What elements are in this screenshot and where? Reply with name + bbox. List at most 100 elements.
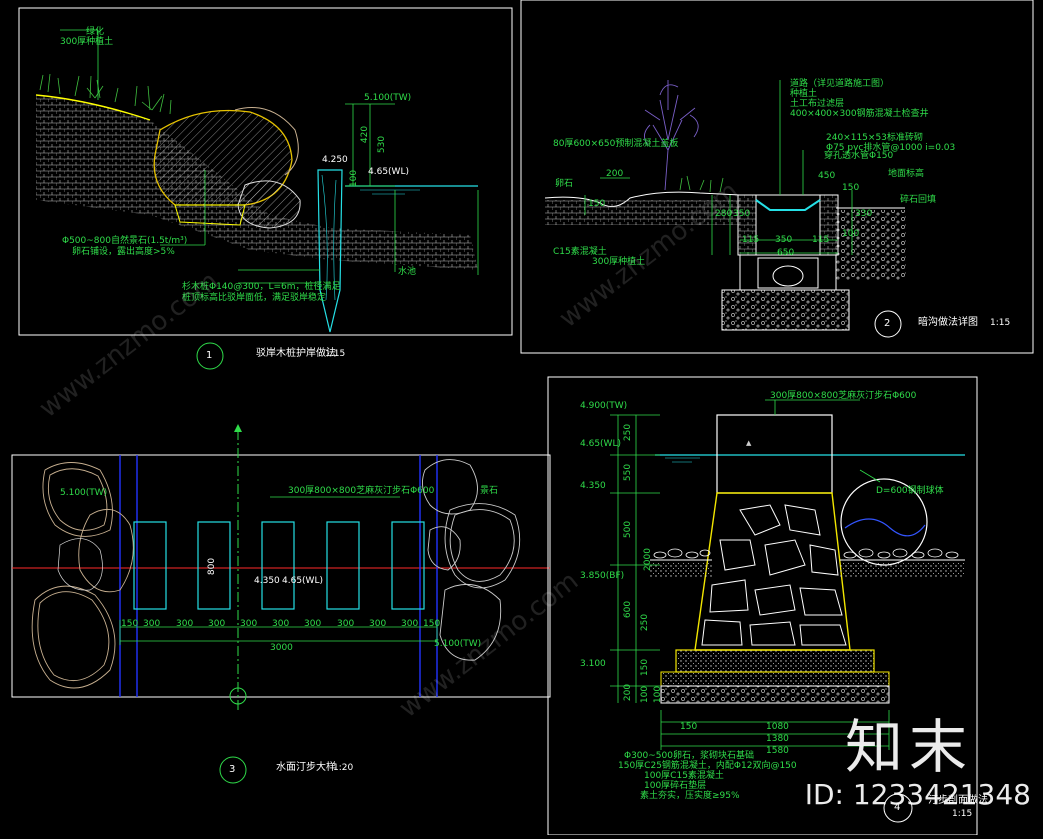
- p3-elev-tw-left: 5.100(TW): [60, 488, 108, 498]
- p1-label-soil: 300厚种植土: [60, 37, 114, 47]
- p2-dim-3: 115: [812, 235, 830, 245]
- p2-dim-7: 350: [733, 209, 751, 219]
- p4-dim-10: 150: [680, 722, 698, 732]
- p4-dim-9: 100: [653, 685, 664, 704]
- p1-elev-tw: 5.100(TW): [364, 93, 412, 103]
- p2-dim-8: 330: [855, 209, 873, 219]
- p1-elev-base: 4.250: [322, 155, 348, 165]
- p2-label-ground: 地面标高: [888, 169, 925, 179]
- p2-label-concrete: C15素混凝土: [553, 247, 607, 257]
- p3-elev-base: 4.350: [254, 576, 280, 586]
- p4-elev-bottom: 3.100: [580, 659, 606, 669]
- p4-elev-base: 4.350: [580, 481, 606, 491]
- p4-label-stone: 300厚800×800芝麻灰汀步石Φ600: [770, 391, 917, 401]
- p1-label-boulder: Φ500~800自然景石(1.5t/m³): [62, 236, 188, 246]
- panel-3-stepping-stone-plan: [11, 424, 551, 784]
- p3-elev-tw-right: 5.100(TW): [434, 639, 482, 649]
- p2-title: 暗沟做法详图: [918, 317, 978, 328]
- p4-dim-7: 200: [623, 683, 634, 702]
- p2-label-drainpipe: 穿孔透水管Φ150: [824, 151, 894, 161]
- p2-dim-1: 115: [742, 235, 760, 245]
- p3-dim-0: 150: [121, 619, 139, 629]
- p4-dim-6: 150: [640, 658, 651, 677]
- p1-elev-wl: 4.65(WL): [368, 167, 409, 177]
- p3-stone-width: 800: [207, 557, 218, 576]
- p4-number: 4: [894, 802, 901, 813]
- p4-dim-12: 1380: [766, 734, 789, 744]
- p4-label-gravel: 100厚碎石垫层: [644, 781, 707, 791]
- p3-scale: 1:20: [333, 763, 354, 773]
- p2-label-pebble: 卵石: [555, 179, 574, 189]
- p2-label-brick: 240×115×53标准砖砌: [826, 133, 923, 143]
- p4-elev-bf: 3.850(BF): [580, 571, 625, 581]
- p3-number: 3: [229, 764, 236, 775]
- p3-dim-4: 300: [240, 619, 258, 629]
- p3-label-stone: 300厚800×800芝麻灰汀步石Φ600: [288, 486, 435, 496]
- p4-water-mark: ▲: [746, 439, 752, 447]
- p3-dim-total: 3000: [270, 643, 293, 653]
- p3-dim-3: 300: [208, 619, 226, 629]
- p1-label-pile: 杉木桩Φ140@300，L=6m，桩径满足: [182, 282, 341, 292]
- p4-dim-5: 250: [640, 613, 651, 632]
- p2-dim-5: 150: [588, 199, 606, 209]
- p4-label-compact: 素土夯实，压实度≥95%: [640, 791, 740, 801]
- panel-1-revetment-section: [18, 7, 513, 370]
- p4-scale: 1:15: [952, 809, 973, 819]
- p3-dim-7: 300: [337, 619, 355, 629]
- p2-dim-4: 650: [777, 248, 795, 258]
- p4-dim-13: 1580: [766, 746, 789, 756]
- watermark-logo: 知末: [844, 713, 973, 781]
- p2-scale: 1:15: [990, 318, 1011, 328]
- p4-label-rc: 150厚C25钢筋混凝土，内配Φ12双向@150: [618, 761, 797, 771]
- p1-label-pebble: 卵石铺设，露出高度>5%: [72, 247, 175, 257]
- p4-dim-2: 500: [623, 520, 634, 539]
- p4-title: 汀步剖面做法: [928, 795, 988, 806]
- p1-dim-2: 100: [349, 169, 360, 188]
- p1-dim-0: 420: [360, 125, 371, 144]
- p1-label-pile-top: 桩顶标高比驳岸面低，满足驳岸稳定: [182, 293, 327, 303]
- watermark-id: ID: 1233421348: [804, 778, 1031, 811]
- p3-dim-8: 300: [369, 619, 387, 629]
- p1-scale: 1:15: [325, 349, 346, 359]
- p1-title: 驳岸木桩护岸做法: [256, 348, 336, 359]
- p2-label-soil: 种植土: [790, 89, 818, 99]
- p4-dim-3: 2000: [642, 548, 653, 571]
- p3-dim-10: 150: [423, 619, 441, 629]
- p4-elev-tw: 4.900(TW): [580, 401, 628, 411]
- panel-4-stepping-stone-section: [547, 376, 978, 836]
- p4-label-foundation: Φ300~500卵石，浆砌块石基础: [624, 751, 754, 761]
- p2-dim-0: 200: [606, 169, 624, 179]
- p4-label-ball: D=600钢制球体: [876, 486, 944, 496]
- p1-dim-1: 530: [377, 135, 388, 154]
- p2-dim-2: 350: [775, 235, 793, 245]
- p3-dim-1: 300: [143, 619, 161, 629]
- p2-dim-11: 100: [842, 229, 860, 239]
- p3-dim-9: 300: [401, 619, 419, 629]
- p2-label-gravel: 碎石回填: [900, 195, 937, 205]
- p2-dim-9: 450: [818, 171, 836, 181]
- p2-label-pipe: Φ75 pvc排水管@1000 i=0.03: [826, 143, 956, 153]
- p3-dim-6: 300: [304, 619, 322, 629]
- p4-dim-0: 250: [623, 423, 634, 442]
- p3-label-rock: 景石: [480, 486, 499, 496]
- p4-elev-wl: 4.65(WL): [580, 439, 621, 449]
- p4-label-concrete: 100厚C15素混凝土: [644, 771, 724, 781]
- p1-label-pool: 水池: [398, 267, 417, 277]
- p4-dim-1: 550: [623, 463, 634, 482]
- p4-dim-8: 100: [640, 685, 651, 704]
- p3-dim-5: 300: [272, 619, 290, 629]
- p3-dim-2: 300: [176, 619, 194, 629]
- p2-dim-10: 150: [842, 183, 860, 193]
- p1-number: 1: [206, 350, 213, 361]
- p2-label-filter: 土工布过滤层: [790, 99, 845, 109]
- p2-label-topsoil: 300厚种植土: [592, 257, 646, 267]
- p2-dim-6: 280: [715, 209, 733, 219]
- panel-2-drain-section: [520, 0, 1034, 354]
- p2-label-cover: 80厚600×650预制混凝土盖板: [553, 139, 679, 149]
- p3-elev-wl: 4.65(WL): [282, 576, 323, 586]
- p4-dim-11: 1080: [766, 722, 789, 732]
- p4-dim-4: 600: [623, 600, 634, 619]
- p3-title: 水面汀步大样: [276, 762, 336, 773]
